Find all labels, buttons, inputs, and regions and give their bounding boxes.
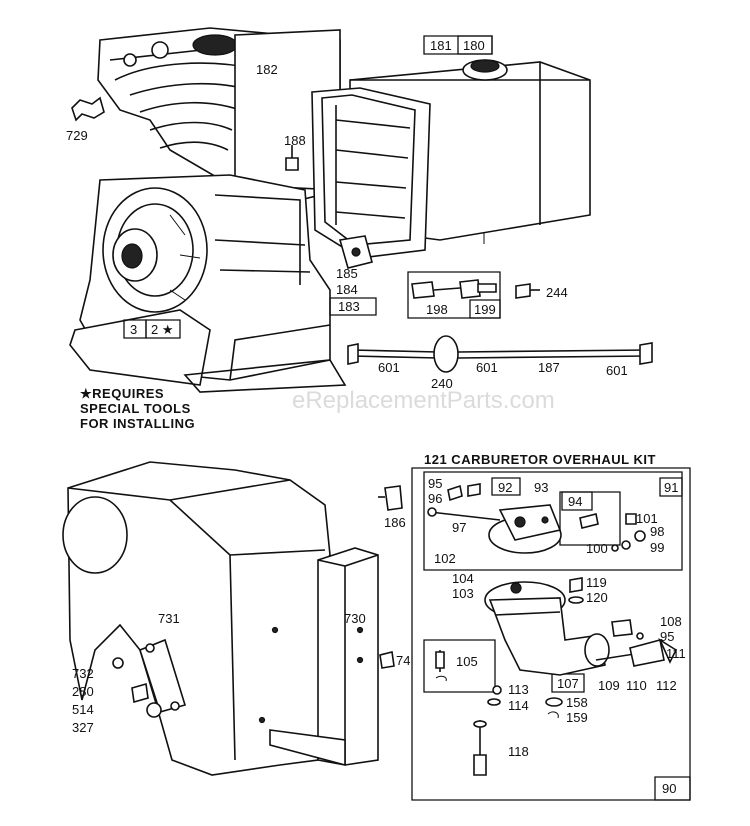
label-601-middle: 601: [476, 360, 498, 375]
part-labels: 729 182 188 181 180 185 184 183 198 199 …: [66, 35, 686, 796]
label-730: 730: [344, 611, 366, 626]
label-184: 184: [336, 282, 358, 297]
label-731: 731: [158, 611, 180, 626]
label-113: 113: [508, 682, 529, 697]
label-95-right: 95: [660, 629, 674, 644]
air-cleaner-drawing: [311, 87, 431, 269]
label-93: 93: [534, 480, 548, 495]
label-3: 3: [130, 322, 137, 337]
label-185: 185: [336, 266, 358, 281]
carburetor-upper-drawing: [427, 483, 646, 554]
label-95-top: 95: [428, 476, 442, 491]
label-159: 159: [566, 710, 588, 725]
label-74: 74: [396, 653, 410, 668]
label-105: 105: [456, 654, 478, 669]
label-514: 514: [72, 702, 94, 717]
label-90: 90: [662, 781, 676, 796]
note-line-2: SPECIAL TOOLS: [80, 401, 191, 416]
governor-linkage-drawing: [112, 638, 187, 718]
label-199: 199: [474, 302, 496, 317]
label-186: 186: [384, 515, 406, 530]
note-line-1: ★REQUIRES: [80, 386, 164, 401]
blower-housing-drawing: [62, 461, 331, 776]
label-729: 729: [66, 128, 88, 143]
label-2: 2 ★: [151, 322, 174, 337]
label-732: 732: [72, 666, 94, 681]
label-104: 104: [452, 571, 474, 586]
fuel-line-drawing: [347, 335, 653, 373]
label-280: 280: [72, 684, 94, 699]
label-188: 188: [284, 133, 306, 148]
label-110: 110: [626, 678, 647, 693]
label-112: 112: [656, 678, 677, 693]
fitting-186-drawing: [378, 485, 403, 511]
note-line-3: FOR INSTALLING: [80, 416, 195, 431]
carburetor-kit-title: 121 CARBURETOR OVERHAUL KIT: [424, 452, 656, 467]
label-183: 183: [338, 299, 360, 314]
label-601-left: 601: [378, 360, 400, 375]
label-187: 187: [538, 360, 560, 375]
label-120: 120: [586, 590, 608, 605]
label-98: 98: [650, 524, 664, 539]
label-118: 118: [508, 744, 529, 759]
label-99: 99: [650, 540, 664, 555]
label-94: 94: [568, 494, 582, 509]
label-92: 92: [498, 480, 512, 495]
label-327: 327: [72, 720, 94, 735]
label-100: 100: [586, 541, 608, 556]
label-111: 111: [666, 646, 686, 661]
label-97: 97: [452, 520, 466, 535]
label-119: 119: [586, 575, 607, 590]
carburetor-lower-drawing: [435, 577, 678, 776]
label-102: 102: [434, 551, 456, 566]
engine-block-drawing: [69, 27, 347, 393]
label-101: 101: [636, 511, 658, 526]
fuel-fittings-drawing: [411, 279, 540, 299]
label-182: 182: [256, 62, 278, 77]
label-240: 240: [431, 376, 453, 391]
bracket-730-drawing: [269, 547, 395, 767]
label-91: 91: [664, 480, 678, 495]
label-108: 108: [660, 614, 682, 629]
label-181: 181: [430, 38, 452, 53]
label-103: 103: [452, 586, 474, 601]
label-107: 107: [557, 676, 579, 691]
label-198: 198: [426, 302, 448, 317]
label-114: 114: [508, 698, 529, 713]
special-tools-note: ★REQUIRES SPECIAL TOOLS FOR INSTALLING: [80, 386, 195, 431]
watermark: eReplacementParts.com: [292, 387, 555, 414]
label-601-right: 601: [606, 363, 628, 378]
label-158: 158: [566, 695, 588, 710]
label-109: 109: [598, 678, 620, 693]
label-244: 244: [546, 285, 568, 300]
label-180: 180: [463, 38, 485, 53]
clip-729-drawing: [71, 96, 105, 122]
label-96: 96: [428, 491, 442, 506]
